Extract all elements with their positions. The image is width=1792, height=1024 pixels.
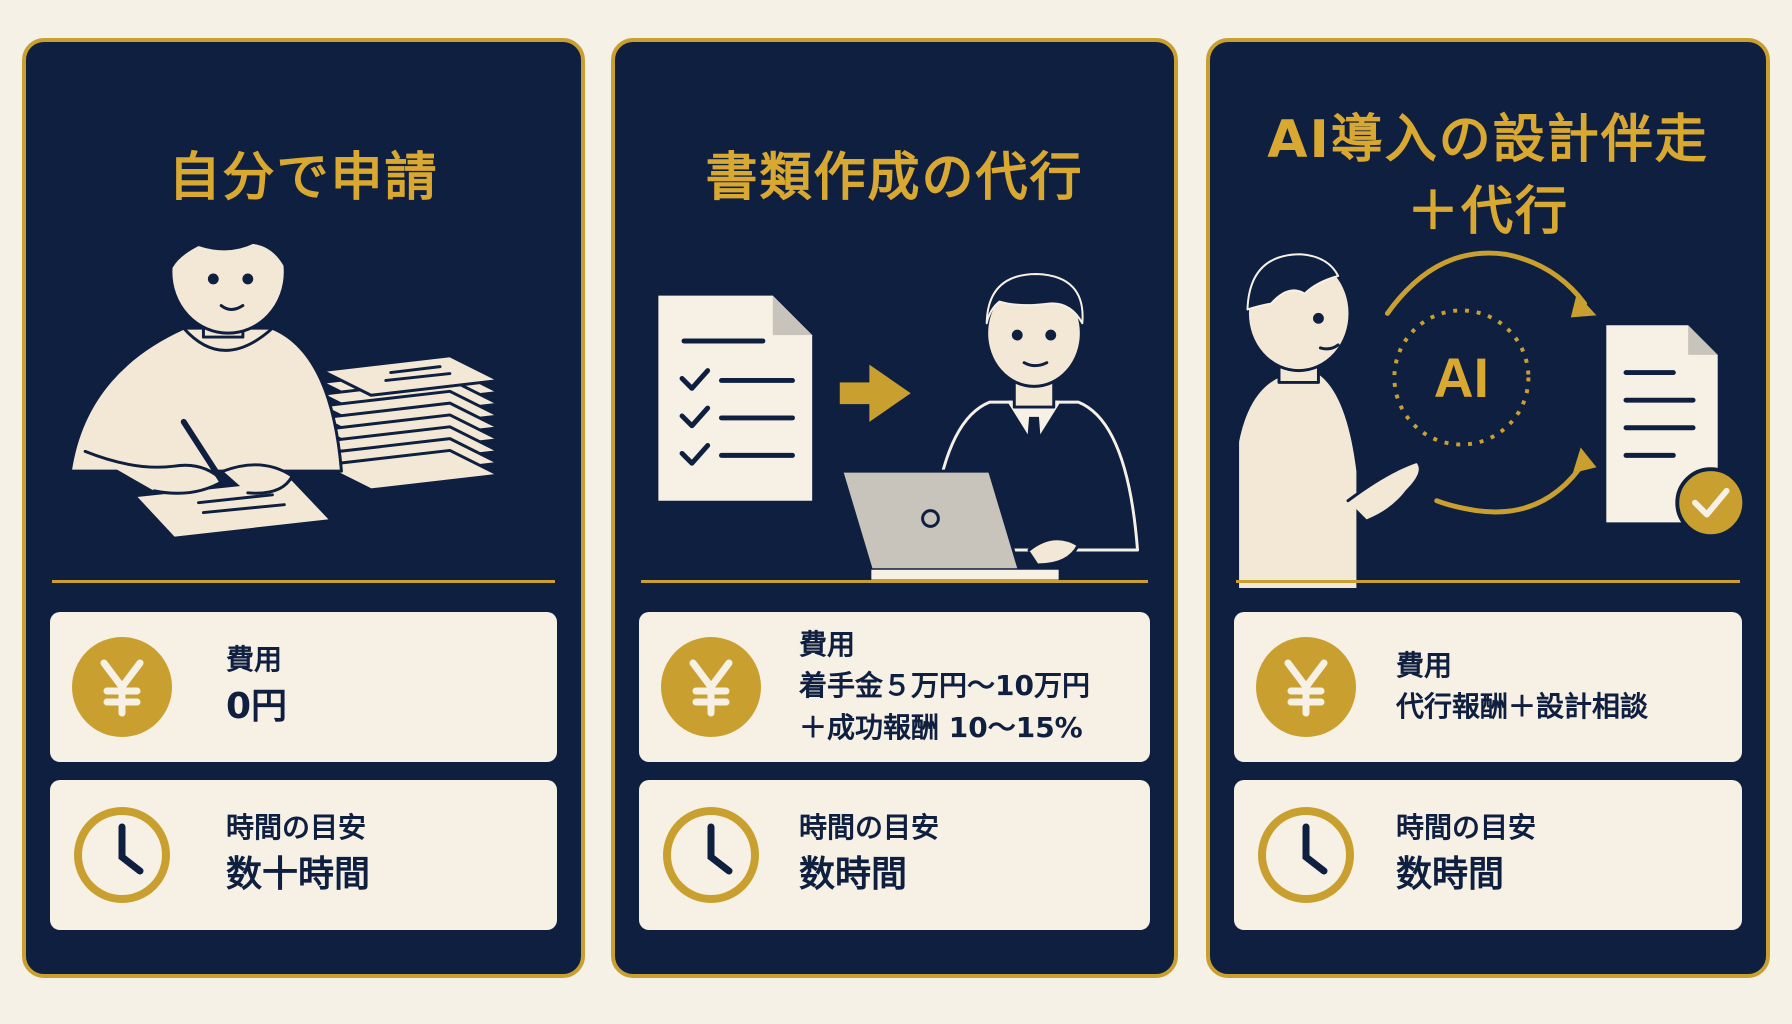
yen-coin-icon <box>1256 637 1356 737</box>
time-value: 数時間 <box>799 854 908 895</box>
cost-value: 0円 <box>226 686 288 727</box>
time-label: 時間の目安 <box>1396 811 1537 844</box>
card-title: AI導入の設計伴走 ＋代行 <box>1210 104 1766 248</box>
time-box: 時間の目安 数十時間 <box>50 780 557 930</box>
option-card-ai-design: AI導入の設計伴走 ＋代行 AI <box>1206 38 1770 978</box>
check-circle-icon <box>1675 467 1747 539</box>
card-title-line-1: AI導入の設計伴走 <box>1267 110 1709 170</box>
option-card-document-agency: 書類作成の代行 <box>611 38 1178 978</box>
document-to-agent-illustration <box>658 272 1140 580</box>
clock-icon <box>663 807 759 903</box>
ai-dashed-circle <box>1392 308 1531 447</box>
divider <box>1236 580 1740 583</box>
cost-box: 費用 0円 <box>50 612 557 762</box>
cost-value-line-1: 着手金５万円〜10万円 <box>799 669 1090 702</box>
approved-document-icon <box>1606 325 1747 539</box>
card-title: 自分で申請 <box>168 148 439 208</box>
card-title-line-2: ＋代行 <box>1406 182 1569 242</box>
time-value: 数十時間 <box>226 854 371 895</box>
cost-value-line-2: ＋成功報酬 10〜15% <box>799 711 1083 744</box>
ai-badge: AI <box>1434 347 1489 409</box>
yen-coin-icon <box>72 637 172 737</box>
divider <box>641 580 1148 583</box>
ai-cycle-illustration: AI <box>1236 250 1747 591</box>
cost-value: 代行報酬＋設計相談 <box>1396 690 1649 723</box>
option-card-self-apply: 自分で申請 <box>22 38 585 978</box>
time-label: 時間の目安 <box>799 811 940 844</box>
arrow-right-icon <box>839 364 911 422</box>
time-label: 時間の目安 <box>226 811 367 844</box>
divider <box>52 580 555 583</box>
time-box: 時間の目安 数時間 <box>639 780 1150 930</box>
laptop-icon <box>840 469 1059 580</box>
cycle-arrows-icon <box>1384 250 1597 515</box>
clock-icon <box>1258 807 1354 903</box>
cost-label: 費用 <box>799 628 856 661</box>
cost-box: 費用 着手金５万円〜10万円 ＋成功報酬 10〜15% <box>639 612 1150 762</box>
cost-box: 費用 代行報酬＋設計相談 <box>1234 612 1742 762</box>
checklist-document-icon <box>658 295 813 501</box>
card-title: 書類作成の代行 <box>705 148 1084 208</box>
clock-icon <box>74 807 170 903</box>
time-value: 数時間 <box>1396 854 1505 895</box>
paper-stack-icon <box>320 354 501 492</box>
time-box: 時間の目安 数時間 <box>1234 780 1742 930</box>
yen-coin-icon <box>661 637 761 737</box>
cost-label: 費用 <box>1396 649 1453 682</box>
person-writing-illustration <box>68 222 501 540</box>
cost-label: 費用 <box>226 643 283 676</box>
